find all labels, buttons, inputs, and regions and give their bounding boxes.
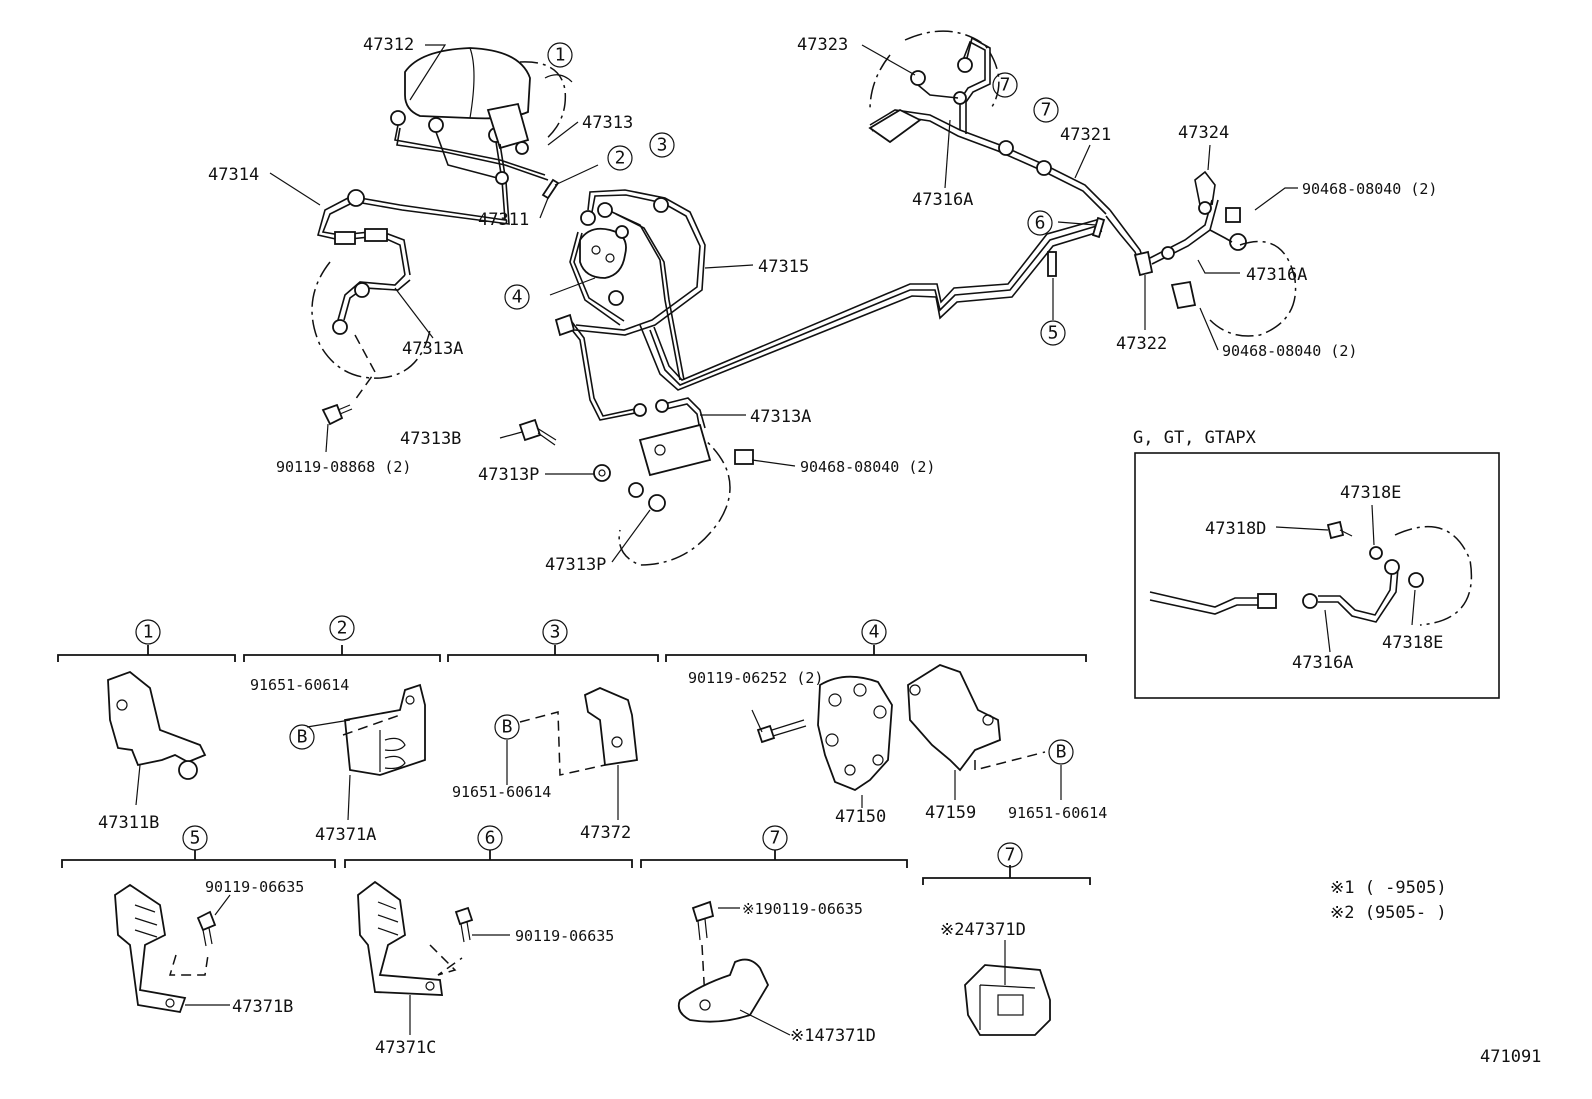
label-91651-60614-b: 91651-60614 [452,783,551,801]
label-47311b: 47311B [98,813,159,833]
callout-7-top-b: 7 [1033,97,1059,123]
inset-g-gt-gtapx [1134,452,1500,699]
svg-text:6: 6 [485,828,496,849]
callout-2-section: 2 [329,615,355,641]
callout-5-top: 5 [1040,320,1066,346]
label-47324: 47324 [1178,123,1229,143]
callout-3-section: 3 [542,619,568,645]
label-90468-08040-br: 90468-08040 (2) [1222,342,1357,360]
label-47313b: 47313B [400,429,461,449]
svg-text:5: 5 [190,828,201,849]
label-47318d: 47318D [1205,519,1266,539]
callout-7-top-a: 7 [992,72,1018,98]
label-47316a-inset: 47316A [1292,653,1353,673]
callout-3-top: 3 [649,132,675,158]
clamp-47371d-2 [964,940,1051,1036]
callout-1-section: 1 [135,619,161,645]
callout-4-top: 4 [504,284,530,310]
label-90119-06635-c: ※190119-06635 [742,900,863,918]
label-90468-08040-mid: 90468-08040 (2) [800,458,935,476]
label-47321: 47321 [1060,125,1111,145]
rear-brake-line-assembly [868,30,1297,337]
svg-text:1: 1 [555,45,566,66]
label-47150: 47150 [835,807,886,827]
label-47315: 47315 [758,257,809,277]
callout-2-top: 2 [607,145,633,171]
svg-text:3: 3 [657,135,668,156]
label-47371a: 47371A [315,825,376,845]
label-47313: 47313 [582,113,633,133]
clamp-47371b [114,883,217,1014]
label-47311: 47311 [478,210,529,230]
svg-text:1: 1 [143,622,154,643]
svg-text:5: 5 [1048,323,1059,344]
label-91651-60614-c: 91651-60614 [1008,804,1107,822]
clamp-47371c [357,880,474,996]
svg-text:7: 7 [1041,100,1052,121]
svg-text:B: B [1056,742,1067,763]
bracket-47372 [583,687,638,820]
label-47313a-left: 47313A [402,339,463,359]
svg-text:4: 4 [869,622,880,643]
bracket-group-lines [57,645,1091,885]
callout-5-section: 5 [182,825,208,851]
svg-text:6: 6 [1035,213,1046,234]
label-47372: 47372 [580,823,631,843]
svg-text:B: B [297,727,308,748]
front-master-cylinder-assembly [311,47,1103,566]
ref-b-a: B [289,724,315,750]
label-90119-08868: 90119-08868 (2) [276,458,411,476]
part-labels: 47312 47313 47314 47311 47315 47313A 473… [98,35,1541,1067]
label-47316a-right: 47316A [1246,265,1307,285]
label-47159: 47159 [925,803,976,823]
callout-4-section: 4 [861,619,887,645]
note-1: ※1 ( -9505) [1330,878,1447,898]
svg-text:2: 2 [337,618,348,639]
callout-7-section-a: 7 [762,825,788,851]
bracket-47311b [107,670,207,806]
label-47371b: 47371B [232,997,293,1017]
label-47314: 47314 [208,165,259,185]
svg-text:B: B [502,717,513,738]
ref-b-b: B [494,714,520,740]
callout-1-top: 1 [547,42,573,68]
callout-7-section-b: 7 [997,842,1023,868]
label-47323: 47323 [797,35,848,55]
label-91651-60614-a: 91651-60614 [250,676,349,694]
svg-text:4: 4 [512,287,523,308]
svg-text:7: 7 [770,828,781,849]
callout-circles: 1 2 3 4 7 7 6 5 1 2 3 4 5 6 7 7 B B B [135,42,1074,868]
label-47313p-a: 47313P [478,465,539,485]
label-90119-06635-a: 90119-06635 [205,878,304,896]
label-47371c: 47371C [375,1038,436,1058]
svg-text:7: 7 [1000,75,1011,96]
clamp-47371d-1 [677,900,791,1036]
note-2: ※2 (9505- ) [1330,903,1447,923]
callout-6-top: 6 [1027,210,1053,236]
label-47313p-b: 47313P [545,555,606,575]
label-47316a-top: 47316A [912,190,973,210]
svg-text:2: 2 [615,148,626,169]
label-90119-06635-b: 90119-06635 [515,927,614,945]
figure-id: 471091 [1480,1047,1541,1067]
label-90468-08040-tr: 90468-08040 (2) [1302,180,1437,198]
label-90119-06252: 90119-06252 (2) [688,669,823,687]
label-47313a-mid: 47313A [750,407,811,427]
svg-text:7: 7 [1005,845,1016,866]
label-47312: 47312 [363,35,414,55]
svg-text:3: 3 [550,622,561,643]
callout-6-section: 6 [477,825,503,851]
valve-47150-and-bracket-47159 [756,664,1001,808]
inset-title: G, GT, GTAPX [1133,428,1257,448]
label-47318e-a: 47318E [1340,483,1401,503]
label-47318e-b: 47318E [1382,633,1443,653]
label-47371d-2: ※247371D [940,920,1026,940]
leader-lines [185,44,1416,1035]
label-47322: 47322 [1116,334,1167,354]
label-47371d-1: ※147371D [790,1026,876,1046]
bracket-47371a [344,683,426,821]
ref-b-c: B [1048,739,1074,765]
